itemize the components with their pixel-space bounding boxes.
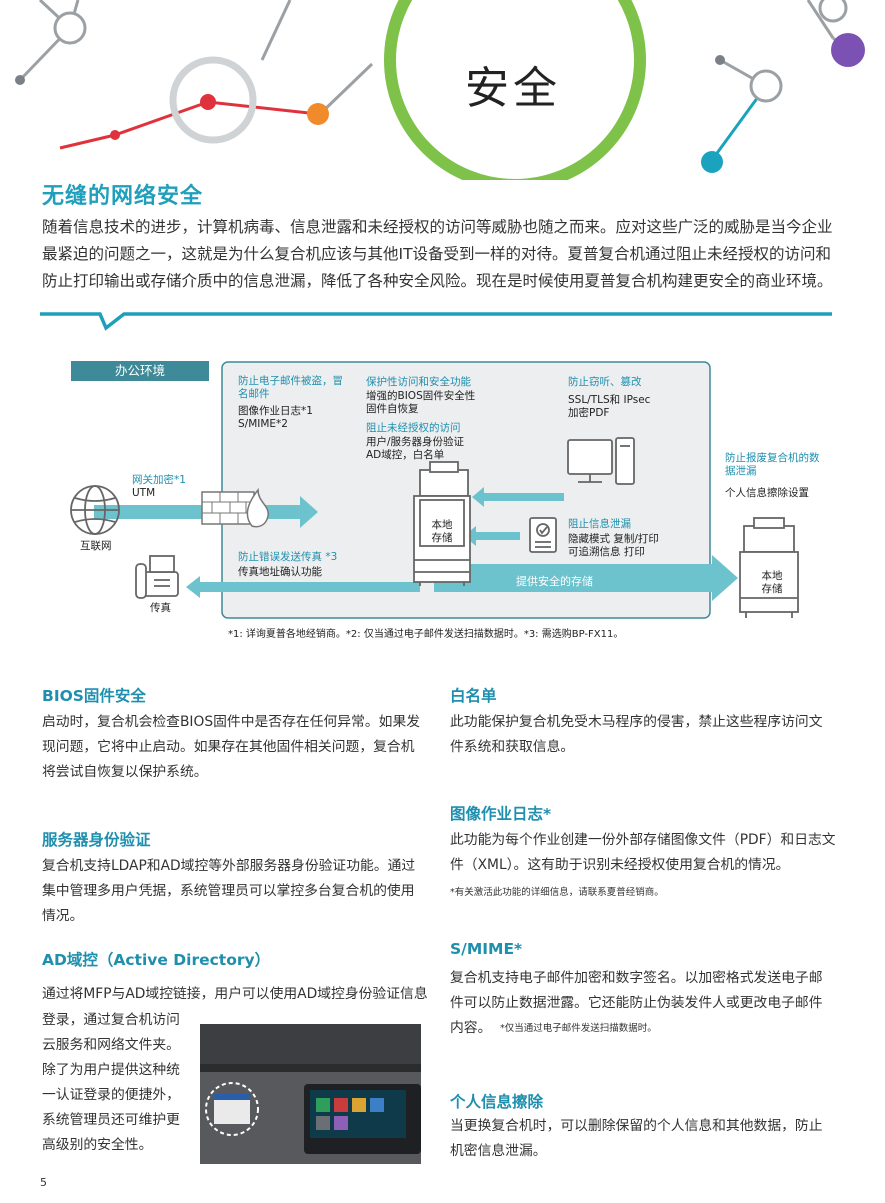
ad-body-2: 登录，通过复合机访问云服务和网络文件夹。除了为用户提供这种统一认证登录的便捷外，… — [42, 1012, 180, 1153]
network-decoration — [15, 0, 865, 180]
green-ring — [384, 0, 646, 180]
ad-title: AD域控（Active Directory） — [42, 951, 271, 969]
section-heading: 无缝的网络安全 — [42, 184, 204, 209]
email-theft-item-1: 图像作业日志*1 — [238, 405, 313, 417]
protective-access-item-1: 增强的BIOS固件安全性 — [366, 390, 476, 402]
server-auth-body: 复合机支持LDAP和AD域控等外部服务器身份验证功能。通过集中管理多用户凭据，系… — [42, 858, 416, 924]
eavesdrop-title: 防止窃听、篡改 — [568, 376, 642, 388]
leak-prevention-item-2: 可追溯信息 打印 — [568, 546, 645, 558]
erase-title: 个人信息擦除 — [450, 1093, 544, 1111]
pc-icon — [567, 437, 635, 485]
unauthorized-access-item-2: AD域控，白名单 — [366, 449, 445, 461]
smime-body: 复合机支持电子邮件加密和数字签名。以加密格式发送电子邮件可以防止数据泄露。它还能… — [450, 970, 823, 1036]
office-environment-label: 办公环境 — [71, 361, 209, 381]
unauthorized-access-item-1: 用户/服务器身份验证 — [366, 436, 465, 448]
discarded-storage-label: 本地存储 — [761, 570, 783, 595]
diagram-footnote: *1: 详询夏普各地经销商。*2: 仅当通过电子邮件发送扫描数据时。*3: 需选… — [228, 629, 624, 640]
page-title: 安全 — [465, 63, 561, 114]
imagelog-note: *有关激活此功能的详细信息，请联系夏普经销商。 — [450, 887, 664, 898]
discarded-mfp-icon — [739, 517, 799, 618]
document-icon — [529, 517, 557, 553]
firewall-icon — [201, 487, 269, 528]
gateway-title: 网关加密*1 — [132, 474, 186, 486]
erase-body: 当更换复合机时，可以删除保留的个人信息和其他数据，防止机密信息泄漏。 — [450, 1118, 823, 1159]
disposal-title: 防止报废复合机的数据泄漏 — [725, 452, 820, 477]
smime-note: *仅当通过电子邮件发送扫描数据时。 — [500, 1023, 657, 1034]
leak-prevention-title: 阻止信息泄漏 — [568, 518, 631, 530]
unauthorized-access-title: 阻止未经授权的访问 — [366, 422, 461, 434]
imagelog-title: 图像作业日志* — [450, 805, 552, 823]
eavesdrop-item-1: SSL/TLS和 IPsec — [568, 394, 651, 406]
bios-body: 启动时，复合机会检查BIOS固件中是否存在任何异常。如果发现问题，它将中止启动。… — [42, 714, 421, 780]
email-theft-item-2: S/MIME*2 — [238, 418, 288, 430]
globe-icon — [70, 485, 120, 535]
protective-access-item-2: 固件自恢复 — [366, 403, 419, 415]
page-number: 5 — [40, 1176, 47, 1189]
imagelog-body: 此功能为每个作业创建一份外部存储图像文件（PDF）和日志文件（XML）。这有助于… — [450, 832, 836, 873]
eavesdrop-item-2: 加密PDF — [568, 407, 610, 419]
mfp-icon — [413, 461, 471, 586]
fax-icon — [135, 555, 179, 599]
mfp-photo — [200, 1024, 421, 1164]
email-theft-title: 防止电子邮件被盗，冒名邮件 — [238, 375, 343, 400]
protective-access-title: 保护性访问和安全功能 — [366, 376, 471, 388]
fax-error-title: 防止错误发送传真 *3 — [238, 551, 338, 563]
divider-line — [40, 312, 832, 331]
disposal-item-1: 个人信息擦除设置 — [725, 487, 809, 499]
security-diagram — [70, 361, 799, 619]
whitelist-title: 白名单 — [450, 687, 497, 705]
gateway-item-1: UTM — [132, 487, 156, 499]
bios-title: BIOS固件安全 — [42, 687, 146, 705]
fax-error-item-1: 传真地址确认功能 — [238, 566, 322, 578]
smime-title: S/MIME* — [450, 940, 523, 958]
internet-label: 互联网 — [80, 540, 112, 552]
intro-paragraph: 随着信息技术的进步，计算机病毒、信息泄露和未经授权的访问等威胁也随之而来。应对这… — [42, 218, 833, 290]
secure-storage-label: 提供安全的存储 — [516, 575, 593, 588]
ad-body-1: 通过将MFP与AD域控链接，用户可以使用AD域控身份验证信息 — [42, 986, 428, 1002]
leak-prevention-item-1: 隐藏模式 复制/打印 — [568, 533, 659, 545]
server-auth-title: 服务器身份验证 — [42, 831, 151, 849]
local-storage-label: 本地存储 — [431, 519, 453, 544]
whitelist-body: 此功能保护复合机免受木马程序的侵害，禁止这些程序访问文件系统和获取信息。 — [450, 714, 823, 755]
fax-label: 传真 — [150, 602, 171, 614]
